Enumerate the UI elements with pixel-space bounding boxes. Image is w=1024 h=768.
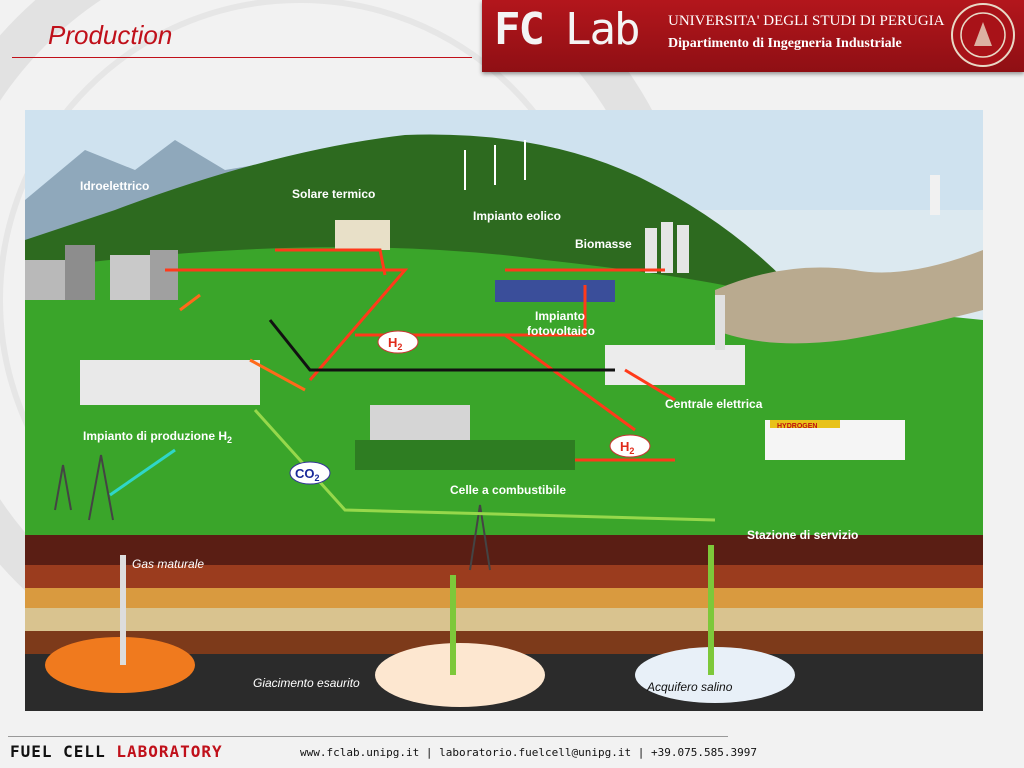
depleted-field bbox=[375, 643, 545, 707]
lighthouse bbox=[930, 175, 940, 215]
footer-brand-laboratory: LABORATORY bbox=[116, 742, 222, 761]
label-biomasse: Biomasse bbox=[575, 237, 632, 251]
label-impianto-fv-line1: Impianto bbox=[535, 309, 585, 323]
footer-brand-fuel-cell: FUEL CELL bbox=[10, 742, 116, 761]
fclab-logo-lab: Lab bbox=[565, 4, 638, 55]
city-building bbox=[65, 245, 95, 300]
university-name: UNIVERSITA' DEGLI STUDI DI PERUGIA bbox=[668, 13, 944, 30]
h2-badge-top: H2 bbox=[378, 331, 418, 353]
label-giacimento-esaurito: Giacimento esaurito bbox=[253, 676, 360, 690]
label-centrale-elettrica: Centrale elettrica bbox=[665, 397, 763, 411]
label-stazione-servizio: Stazione di servizio bbox=[747, 528, 858, 542]
solar-thermal-plant bbox=[335, 220, 390, 250]
department-name: Dipartimento di Ingegneria Industriale bbox=[668, 36, 902, 52]
footer-rule bbox=[8, 736, 728, 737]
footer-contact-info: www.fclab.unipg.it | laboratorio.fuelcel… bbox=[300, 746, 757, 759]
aquifer-well bbox=[708, 545, 714, 675]
hydrogen-sign: HYDROGEN bbox=[777, 423, 817, 430]
power-plant bbox=[605, 345, 745, 385]
label-gas-maturale: Gas maturale bbox=[132, 557, 204, 571]
soil-sand bbox=[25, 588, 983, 610]
slide-title: Production bbox=[48, 20, 172, 51]
soil-beige bbox=[25, 608, 983, 633]
power-plant-chimney bbox=[715, 295, 725, 350]
label-impianto-fv-line2: fotovoltaico bbox=[527, 324, 595, 338]
hydrogen-production-diagram: Idroelettrico Solare termico Impianto eo… bbox=[25, 110, 983, 711]
label-celle-combustibile: Celle a combustibile bbox=[450, 483, 566, 497]
label-impianto-produzione-h2: Impianto di produzione H2 bbox=[83, 429, 232, 445]
title-underline bbox=[12, 57, 472, 58]
fclab-logo-fc: FC bbox=[494, 4, 543, 55]
label-solare-termico: Solare termico bbox=[292, 187, 375, 201]
city-building bbox=[110, 255, 150, 300]
biomass-silos bbox=[645, 222, 689, 273]
label-impianto-eolico: Impianto eolico bbox=[473, 209, 561, 223]
footer-brand: FUEL CELL LABORATORY bbox=[10, 742, 223, 761]
gas-well bbox=[120, 555, 126, 665]
solar-panels bbox=[495, 280, 615, 302]
h2-badge-right: H2 bbox=[610, 435, 650, 457]
saline-aquifer bbox=[635, 647, 795, 703]
city-building bbox=[150, 250, 178, 300]
co2-badge: CO2 bbox=[290, 462, 330, 484]
label-idroelettrico: Idroelettrico bbox=[80, 179, 149, 193]
depleted-well bbox=[450, 575, 456, 675]
university-seal-icon bbox=[950, 2, 1016, 68]
fuel-cell-base bbox=[355, 440, 575, 470]
label-acquifero-salino: Acquifero salino bbox=[646, 680, 733, 694]
h2-production-plant bbox=[80, 360, 260, 405]
